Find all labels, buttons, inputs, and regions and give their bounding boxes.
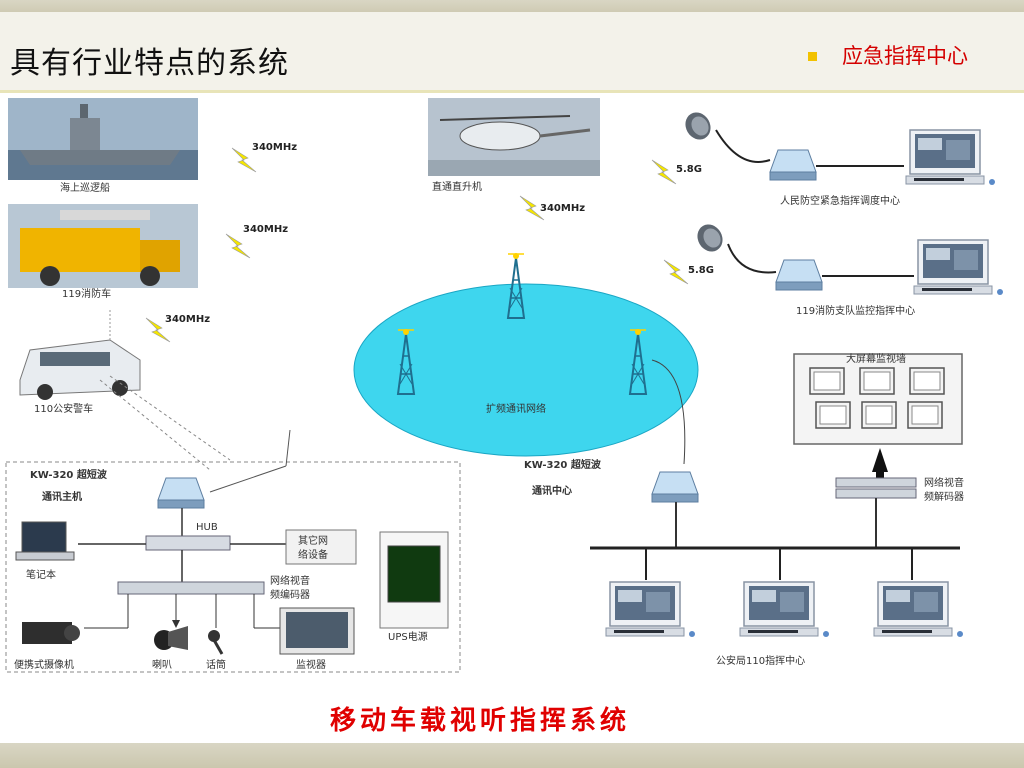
speaker-icon <box>154 626 188 650</box>
center-title-2: 通讯中心 <box>532 484 572 497</box>
civil-defense-label: 人民防空紧急指挥调度中心 <box>780 194 900 207</box>
bottom-band <box>0 743 1024 768</box>
spread-spectrum-network <box>353 283 699 457</box>
heli-freq-label: 340MHz <box>540 203 585 214</box>
camera-label: 便携式摄像机 <box>14 658 74 671</box>
encoder-device <box>117 581 265 595</box>
modem-icon <box>775 259 823 291</box>
hub-icon <box>145 535 231 551</box>
police-car-image <box>19 339 141 400</box>
laptop-label: 笔记本 <box>26 568 56 581</box>
pc-icon <box>605 581 696 638</box>
pc-icon <box>905 129 996 186</box>
fire-truck-image <box>8 204 198 288</box>
bullet-square-icon <box>808 52 817 61</box>
diagram-caption: 移动车载视听指挥系统 <box>329 706 630 736</box>
police-freq-label: 340MHz <box>165 314 210 325</box>
radio-signal-icon <box>225 233 251 259</box>
video-wall <box>793 353 963 445</box>
police-car-label: 110公安警车 <box>34 402 93 415</box>
top-band <box>0 0 1024 12</box>
encoder-label-2: 频编码器 <box>270 588 310 601</box>
host-title-2: 通讯主机 <box>42 490 82 503</box>
host-title-1: KW-320 超短波 <box>30 468 108 481</box>
speaker-label: 喇叭 <box>152 659 172 671</box>
videowall-label: 大屏幕监视墙 <box>846 352 906 365</box>
helicopter-image <box>428 98 600 176</box>
pc-icon <box>913 239 1004 296</box>
fire-truck-label: 119消防车 <box>62 287 111 300</box>
helicopter-label: 直通直升机 <box>432 180 482 193</box>
network-label: 扩频通讯网络 <box>486 402 546 415</box>
hub-label: HUB <box>196 522 218 533</box>
ship-image <box>8 98 198 180</box>
ups-label: UPS电源 <box>388 630 428 643</box>
center-modem-icon <box>651 471 699 503</box>
monitor-label: 监视器 <box>296 658 326 671</box>
other-net-label-2: 络设备 <box>298 548 328 561</box>
center-title-1: KW-320 超短波 <box>524 458 602 471</box>
decoder-label-1: 网络视音 <box>924 476 964 489</box>
freq-a-label: 5.8G <box>676 164 702 175</box>
microphone-icon <box>208 630 224 655</box>
mic-label: 话筒 <box>206 658 226 671</box>
header-rule <box>0 90 1024 93</box>
fire-center-label: 119消防支队监控指挥中心 <box>796 304 915 317</box>
radio-signal-icon <box>651 159 677 185</box>
ups-icon <box>379 531 449 629</box>
ship-label: 海上巡逻船 <box>60 181 110 194</box>
slide-header <box>0 12 1024 90</box>
pc-icon <box>739 581 830 638</box>
decoder-device <box>835 477 917 499</box>
truck-freq-label: 340MHz <box>243 224 288 235</box>
pc-icon <box>873 581 964 638</box>
satellite-dish-icon <box>692 219 728 257</box>
freq-b-label: 5.8G <box>688 265 714 276</box>
camera-icon <box>22 622 80 644</box>
up-arrow-icon <box>872 448 888 472</box>
police-center-label: 公安局110指挥中心 <box>716 654 805 667</box>
monitor-icon <box>279 607 355 655</box>
laptop-icon <box>15 521 75 561</box>
decoder-label-2: 频解码器 <box>924 490 964 503</box>
section-label: 应急指挥中心 <box>842 44 968 68</box>
vehicle-system-box <box>5 461 461 673</box>
ship-freq-label: 340MHz <box>252 142 297 153</box>
other-net-label-1: 其它网 <box>298 534 328 547</box>
modem-icon <box>769 149 817 181</box>
radio-signal-icon <box>663 259 689 285</box>
satellite-dish-icon <box>680 107 716 145</box>
other-network-device <box>285 529 357 565</box>
encoder-label-1: 网络视音 <box>270 574 310 587</box>
slide-title: 具有行业特点的系统 <box>10 46 289 81</box>
host-modem-icon <box>157 477 205 509</box>
